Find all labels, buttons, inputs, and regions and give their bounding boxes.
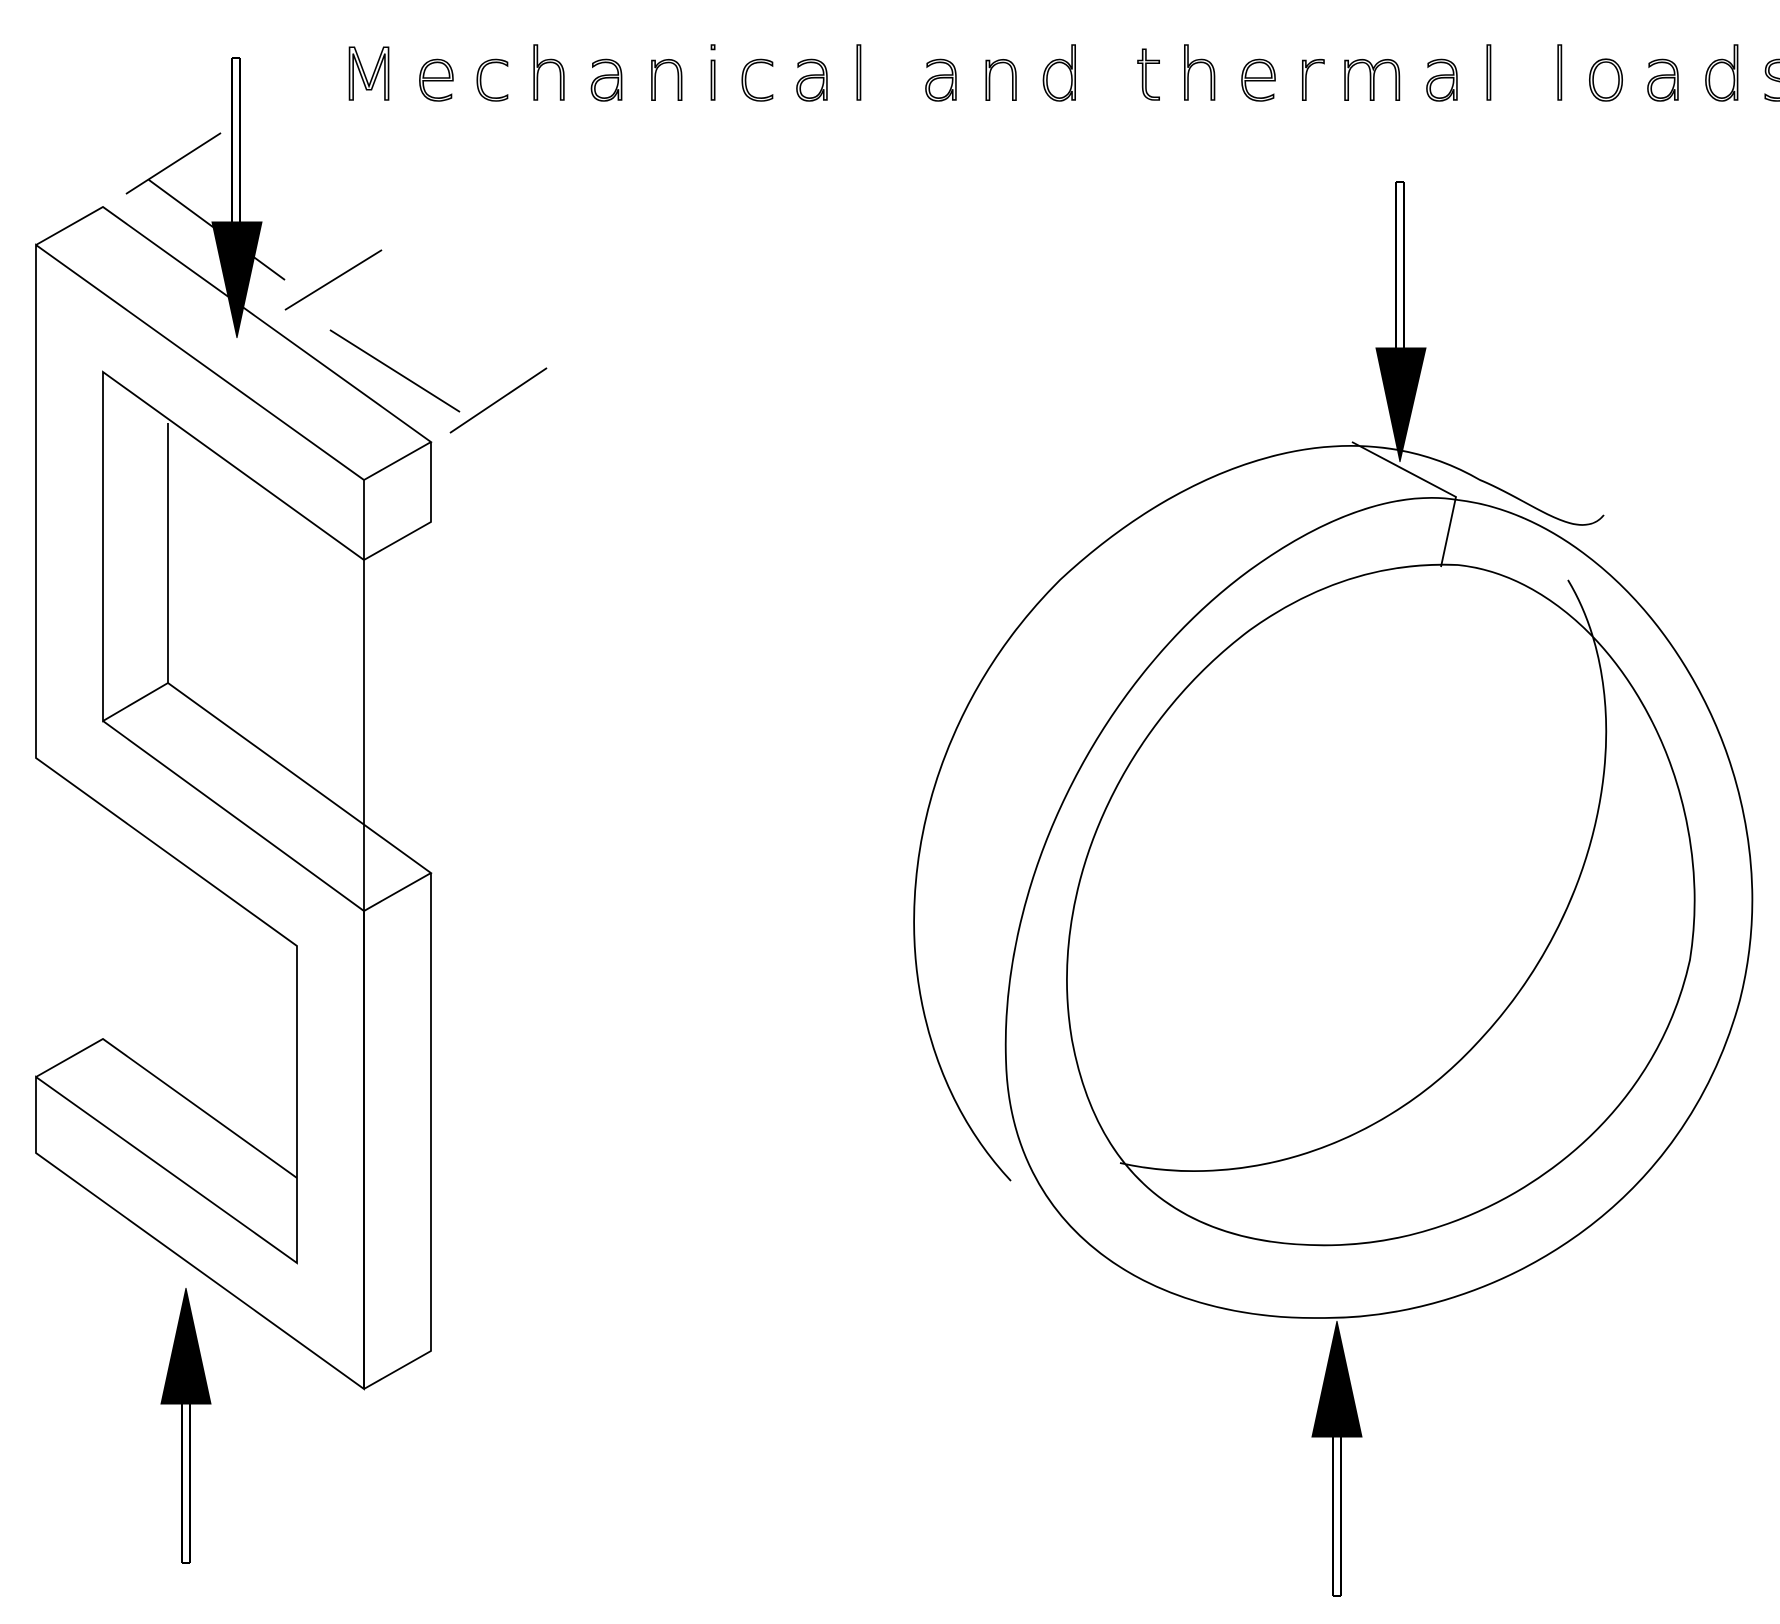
s-profile-middle-web <box>102 682 433 913</box>
ring-inner-back <box>1119 579 1607 1173</box>
load-arrow-up-left <box>160 1287 212 1564</box>
ring-front-inner <box>1066 563 1696 1247</box>
load-arrow-down-right <box>1375 181 1427 463</box>
s-profile-right-depth <box>363 873 432 1390</box>
ring-split <box>1351 441 1458 568</box>
drawing-title: Mechanical and thermal loads <box>338 33 1780 117</box>
s-profile-inner-upper <box>102 370 365 723</box>
s-profile-bottom-strip <box>35 1037 298 1179</box>
s-profile <box>35 132 548 1391</box>
dimension-line-2 <box>284 249 548 434</box>
ring-front-outer <box>1004 497 1754 1319</box>
s-profile-front-face <box>35 243 365 1391</box>
s-profile-top-end <box>363 442 432 561</box>
ring-back-rim <box>913 445 1605 1182</box>
s-profile-top-depth <box>35 205 433 481</box>
split-ring <box>913 441 1754 1319</box>
dimension-line-1 <box>125 132 286 281</box>
load-arrow-up-right <box>1311 1320 1363 1597</box>
load-arrow-down-left <box>211 57 263 339</box>
